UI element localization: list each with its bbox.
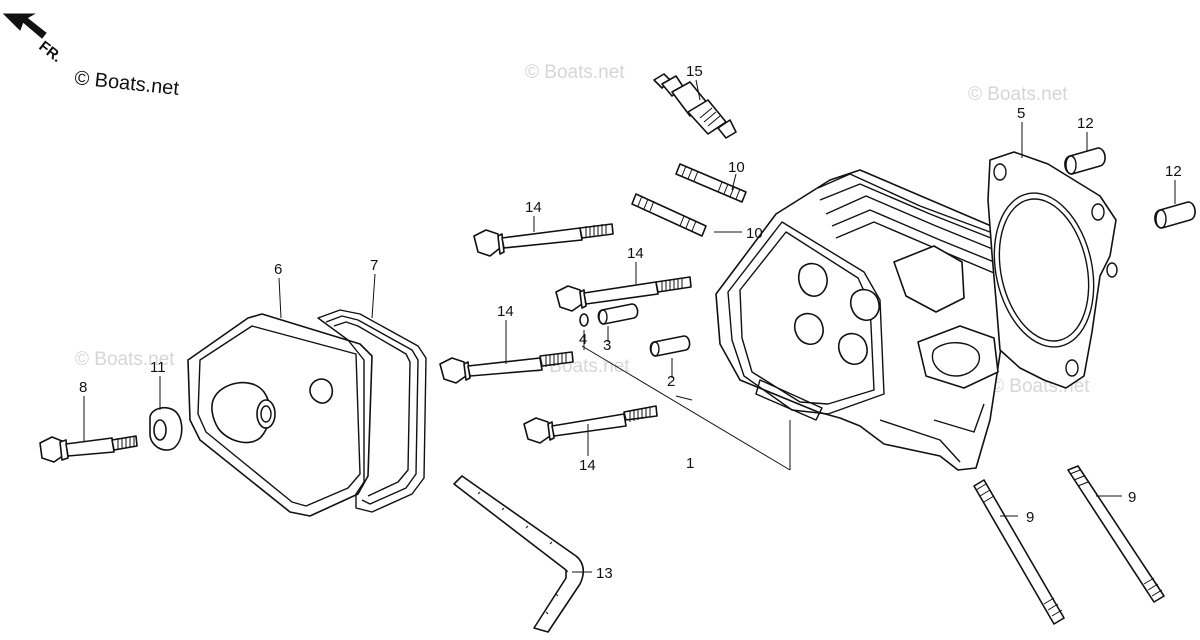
cylinder-head-part-1	[715, 169, 1027, 471]
bolt-part-8	[39, 435, 138, 463]
watermark-left: © Boats.net	[75, 349, 175, 370]
callout-9-left: 9	[1026, 509, 1034, 526]
grommet-part-11	[149, 406, 183, 451]
front-direction-label: FR.	[36, 38, 66, 66]
callout-14-top: 14	[525, 199, 542, 216]
callout-15: 15	[686, 63, 703, 80]
callout-11: 11	[150, 359, 166, 376]
callout-3: 3	[603, 337, 611, 354]
head-cover-part-6	[187, 313, 373, 517]
callouts: 15 10 10 5 12 12 14 14 14 14 6 7 8 11 4 …	[79, 63, 1182, 582]
gasket-part-7	[317, 309, 427, 513]
copyright-text: © Boats.net	[73, 67, 180, 100]
dowel-pin-part-2	[649, 335, 691, 357]
stud-part-9-left	[973, 479, 1065, 625]
bolt-part-14-lower-mid	[439, 351, 574, 384]
leader-lines	[83, 79, 1176, 573]
front-direction-arrow-icon	[2, 13, 47, 39]
callout-13: 13	[596, 565, 613, 582]
callout-8: 8	[79, 379, 87, 396]
spark-plug-part-15	[653, 73, 737, 139]
dowel-part-12-left	[1064, 147, 1106, 175]
callout-5: 5	[1017, 105, 1025, 122]
stud-part-10-upper	[675, 163, 747, 203]
stud-part-10-lower	[631, 193, 707, 237]
bolt-part-14-bottom	[523, 405, 658, 444]
callout-9-right: 9	[1128, 489, 1136, 506]
dowel-pin-part-3	[597, 303, 639, 325]
callout-12-left: 12	[1077, 115, 1094, 132]
callout-6: 6	[274, 261, 282, 278]
callout-12-right: 12	[1165, 163, 1182, 180]
wrench-part-13	[453, 475, 585, 633]
callout-14-bottom: 14	[579, 457, 596, 474]
watermark-top-right: © Boats.net	[968, 84, 1068, 105]
stud-part-9-right	[1067, 465, 1165, 603]
callout-14-upper-mid: 14	[627, 245, 644, 262]
bolt-part-14-upper-mid	[555, 276, 692, 312]
callout-14-lower-mid: 14	[497, 303, 514, 320]
pin-part-4	[579, 313, 589, 327]
bolt-part-14-top	[473, 223, 614, 257]
callout-10-upper: 10	[728, 159, 745, 176]
watermark-top-center: © Boats.net	[525, 62, 625, 83]
head-gasket-part-5	[987, 151, 1118, 389]
dowel-part-12-right	[1154, 201, 1196, 229]
callout-10-lower: 10	[746, 225, 763, 242]
callout-7: 7	[370, 257, 378, 274]
callout-1: 1	[686, 455, 694, 472]
callout-4: 4	[579, 331, 587, 348]
callout-2: 2	[667, 373, 675, 390]
